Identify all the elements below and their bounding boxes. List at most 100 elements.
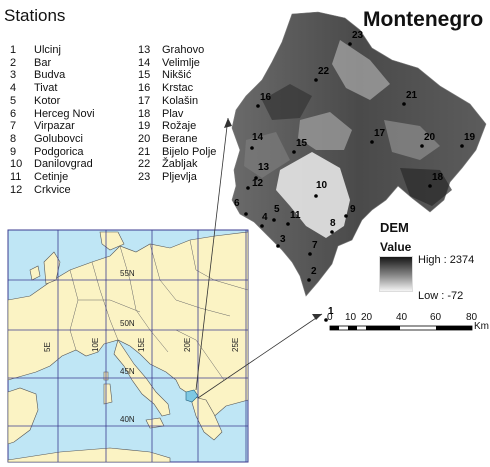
station-point-label: 8 [330,218,336,229]
station-number: 2 [10,56,17,69]
station-number: 12 [10,183,23,196]
montenegro-dem [231,11,487,297]
station-number: 15 [138,69,151,82]
station-point-label: 21 [406,90,418,101]
stations-title: Stations [4,6,66,25]
station-name: Cetinje [34,171,69,184]
station-point [250,146,254,150]
station-point [370,140,374,144]
station-point [348,42,352,46]
station-name: Berane [162,132,198,145]
inset-longitude-label: 10E [91,338,100,352]
legend-subtitle: Value [380,240,412,254]
station-list-item: 8 Golubovci [10,133,95,146]
station-name: Pljevlja [162,171,197,184]
scale-unit: Km [474,321,489,332]
station-point-label: 3 [280,234,286,245]
legend-high-label: High : 2374 [418,254,475,266]
station-point [314,194,318,198]
station-point-label: 23 [352,30,364,41]
station-name: Crkvice [34,183,71,196]
station-list-item: 12 Crkvice [10,184,95,197]
scale-bar-tick-label: 80 [466,312,478,323]
station-point [428,184,432,188]
scale-bar-tick-label: 20 [361,312,373,323]
legend-low-label: Low : -72 [418,290,464,302]
station-name: Podgorica [34,145,84,158]
station-point [308,252,312,256]
station-point [344,214,348,218]
station-name: Žabljak [162,158,198,171]
inset-latitude-label: 40N [120,415,135,424]
station-point [460,144,464,148]
station-number: 13 [138,44,151,56]
station-point-label: 7 [312,240,318,251]
station-point-label: 4 [262,212,268,223]
station-point [420,144,424,148]
station-point [256,104,260,108]
station-number: 8 [10,132,17,145]
station-list-item: 6 Herceg Novi [10,108,95,121]
scale-bar-tick-label: 10 [345,312,357,323]
station-point [307,278,311,282]
station-number: 4 [10,82,17,95]
station-list-item: 22 Žabljak [138,158,216,171]
station-name: Virpazar [34,120,75,133]
station-name: Plav [162,107,184,120]
station-number: 14 [138,56,151,69]
station-name: Bar [34,56,52,69]
station-point [254,176,258,180]
legend-title: DEM [380,220,409,235]
inset-latitude-label: 50N [120,319,135,328]
station-number: 7 [10,120,17,133]
station-name: Tivat [34,82,58,95]
station-name: Budva [34,69,66,82]
station-number: 1 [10,44,17,56]
station-list-item: 9 Podgorica [10,146,95,159]
scale-bar-tick-label: 0 [327,312,333,323]
inset-latitude-label: 55N [120,269,135,278]
scale-bar-tick-label: 40 [396,312,408,323]
scale-bar [329,325,473,331]
station-point [402,102,406,106]
station-point-label: 12 [252,178,264,189]
station-name: Herceg Novi [34,107,95,120]
station-number: 22 [138,158,151,171]
station-point [246,186,250,190]
station-list-item: 2 Bar [10,57,95,70]
station-point [292,150,296,154]
inset-longitude-label: 15E [137,338,146,352]
station-number: 16 [138,82,151,95]
station-number: 6 [10,107,17,120]
station-point [314,78,318,82]
station-point-label: 22 [318,66,330,77]
station-point-label: 5 [274,204,280,215]
station-number: 9 [10,145,17,158]
legend-color-ramp [379,256,413,292]
station-point [272,218,276,222]
station-number: 10 [10,158,23,171]
station-point-label: 17 [374,128,386,139]
inset-longitude-label: 5E [43,342,52,352]
station-point [260,224,264,228]
station-number: 17 [138,94,151,107]
station-name: Ulcinj [34,44,61,56]
station-number: 21 [138,145,151,158]
station-name: Golubovci [34,132,83,145]
station-point-label: 11 [290,210,301,221]
